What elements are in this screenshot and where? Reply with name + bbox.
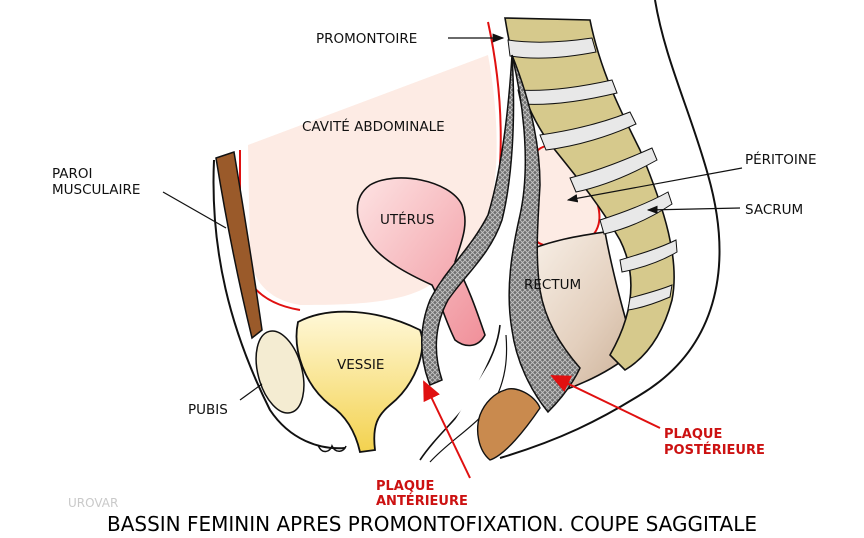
label-plaque-anterieure-2: ANTÉRIEURE [376,493,468,509]
uterus-organ [356,177,486,347]
label-uterus: UTÉRUS [380,211,435,228]
label-musculaire: MUSCULAIRE [52,182,140,198]
perineum-contour [212,159,346,450]
body-contour-back [499,0,721,459]
figure-caption: BASSIN FEMININ APRES PROMONTOFIXATION. C… [106,512,757,536]
label-plaque-posterieure-1: PLAQUE [664,427,722,442]
label-cavite-abdominale: CAVITÉ ABDOMINALE [302,118,445,135]
peritoine-pointer [566,167,743,203]
plaque-anterieure-arrow [423,380,471,479]
label-plaque-posterieure-2: POSTÉRIEURE [664,442,765,458]
plaque-posterieure-arrow [550,375,661,429]
labia-contour [317,444,347,453]
pubis-pointer [239,383,263,401]
label-pubis: PUBIS [188,402,228,418]
paroi-pointer [162,191,227,229]
sacrum-bone [504,17,678,372]
muscular-wall [215,151,263,340]
label-peritoine: PÉRITOINE [745,151,817,168]
label-vessie: VESSIE [337,357,384,373]
label-rectum: RECTUM [524,277,581,293]
watermark-text: UROVAR [68,496,119,510]
label-plaque-anterieure-1: PLAQUE [376,479,434,494]
label-sacrum: SACRUM [745,202,803,218]
posterior-mesh-plate [508,54,581,414]
label-paroi: PAROI [52,166,93,182]
pubis-bone [255,330,305,414]
label-promontoire: PROMONTOIRE [316,31,417,47]
anal-canal [477,388,541,461]
bladder-organ [295,310,424,454]
sacrum-pointer [646,205,741,214]
